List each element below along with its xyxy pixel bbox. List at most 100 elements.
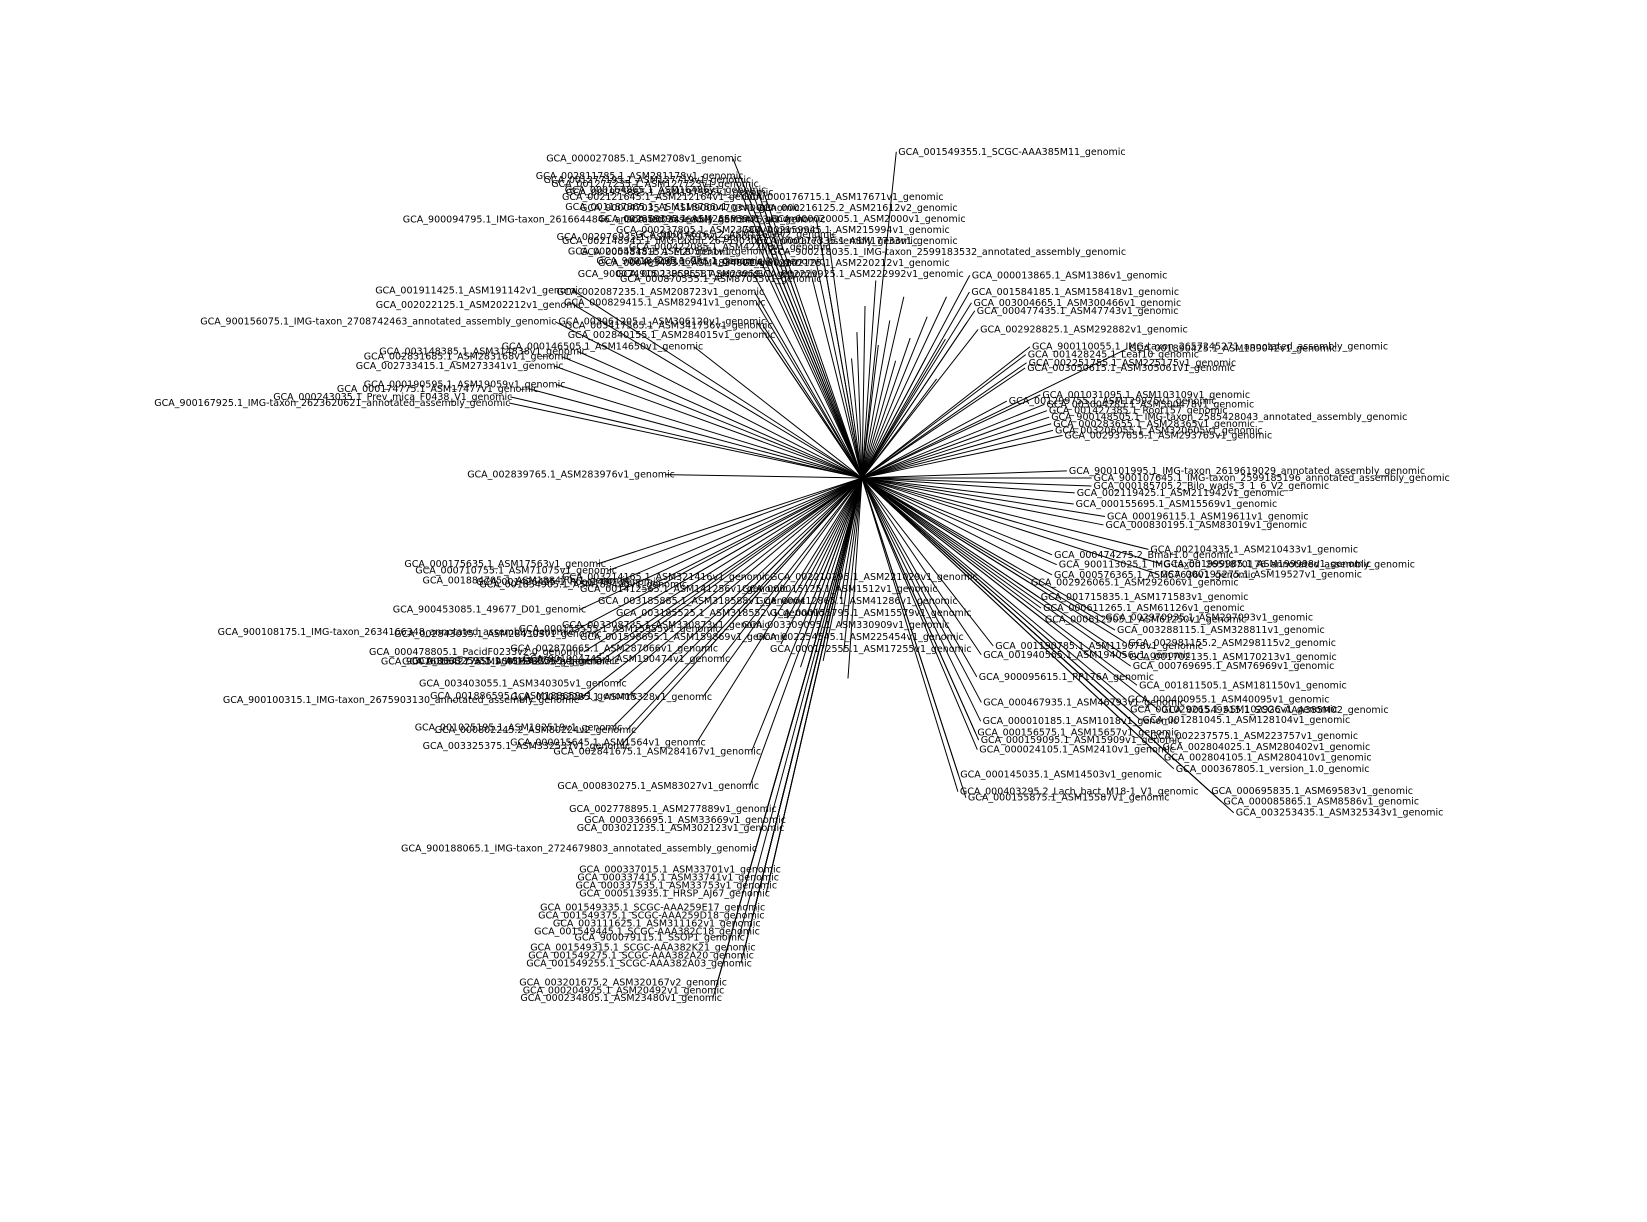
leaf-label: GCA_001190785.1_ASM119078v1_genomic <box>995 641 1203 652</box>
leaf-label: GCA_003309095.1_ASM330909v1_genomic <box>742 620 950 631</box>
leaf-branch <box>864 151 897 452</box>
leaf-label: GCA_000185705.2_Bilo_wads_3_1_6_V2_genom… <box>1094 481 1330 492</box>
leaf-label: GCA_002022125.1_ASM202212v1_genomic <box>376 300 584 311</box>
leaf-label: GCA_001428245.1_Leaf10_genomic <box>1028 350 1199 361</box>
leaf-label: GCA_000336695.1_ASM33669v1_genomic <box>584 815 786 826</box>
tree-branch <box>861 477 902 529</box>
tree-branch <box>790 451 863 479</box>
leaf-branch <box>930 348 1128 445</box>
leaf-label: GCA_002970935.1_ASM297093v1_genomic <box>1105 612 1313 623</box>
leaf-label: GCA_001702135.1_ASM170213v1_genomic <box>1129 652 1337 663</box>
leaf-branch <box>902 501 1104 618</box>
leaf-label: GCA_001549355.1_SCGC-AAA385M11_genomic <box>898 147 1125 158</box>
leaf-branch <box>529 388 769 454</box>
leaf-label: GCA_002937655.1_ASM293765v1_genomic <box>1065 430 1273 441</box>
leaf-label: GCA_002811785.1_ASM281178v1_genomic <box>536 171 744 182</box>
leaf-label: GCA_002839765.1_ASM283976v1_genomic <box>467 470 675 481</box>
leaf-branch <box>912 483 1074 505</box>
tree-branch <box>861 477 937 503</box>
leaf-label: GCA_002119425.1_ASM211942v1_genomic <box>1077 488 1285 499</box>
leaf-label: GCA_001811505.1_ASM181150v1_genomic <box>1139 680 1347 691</box>
leaf-branch <box>508 402 827 471</box>
leaf-branch <box>921 531 1235 814</box>
leaf-branch <box>909 509 1128 658</box>
leaf-branch <box>889 501 1141 721</box>
leaf-branch <box>890 470 1067 478</box>
leaf-label: GCA_900113025.1_IMG-taxon_2651870176_ann… <box>1059 560 1415 571</box>
tree-branch <box>861 306 866 479</box>
leaf-branch <box>765 523 852 894</box>
leaf-branch <box>935 501 1159 575</box>
leaf-label: GCA_000403295.2_Lach_bact_M18-1_V1_genom… <box>960 787 1199 798</box>
leaf-label: GCA_900094795.1_IMG-taxon_2616644846_ann… <box>403 215 759 226</box>
leaf-label: GCA_000015125.1_ASM1512v1_genomic <box>742 584 938 595</box>
leaf-branch <box>626 520 823 731</box>
leaf-label: GCA_000576365.1_ASM57636v1_genomic <box>1054 570 1256 581</box>
leaf-label: GCA_000474275.2_Bmar1.0_genomic <box>1054 550 1234 561</box>
leaf-branch <box>892 291 970 425</box>
leaf-branch <box>820 246 855 432</box>
leaf-label: GCA_003061205.1_ASM306120v1_genomic <box>559 317 767 328</box>
leaf-branch <box>888 346 1031 458</box>
leaf-branch <box>765 251 849 445</box>
leaf-branch <box>665 474 815 478</box>
leaf-branch <box>510 396 796 464</box>
tree-branch <box>780 477 863 645</box>
leaf-label: GCA_000216125.2_ASM21612v2_genomic <box>756 203 958 214</box>
leaf-branch <box>693 346 817 443</box>
tree-branch <box>822 477 863 662</box>
tree-branch <box>802 477 863 641</box>
tree-branch <box>861 357 927 479</box>
leaf-branch <box>577 350 811 456</box>
leaf-label: GCA_900095615.1_PP176A_genomic <box>979 672 1154 683</box>
tree-branch <box>861 467 909 479</box>
tree-branch <box>861 477 888 516</box>
tree-branch <box>861 378 938 479</box>
leaf-branch <box>696 535 827 743</box>
leaf-branch <box>894 486 1162 565</box>
tree-branch <box>861 344 879 479</box>
tree-branch <box>843 477 863 653</box>
leaf-label: GCA_000195275.1_ASM19527v1_genomic <box>1160 569 1362 580</box>
leaf-branch <box>883 478 1075 494</box>
leaf-branch <box>898 483 1106 517</box>
leaf-labels: GCA_001549355.1_SCGC-AAA385M11_genomicGC… <box>154 147 1449 1004</box>
leaf-branch <box>573 304 799 441</box>
leaf-branch <box>881 489 1116 631</box>
leaf-label: GCA_000484815.1_EL8_genomic <box>580 247 736 258</box>
leaf-branch <box>815 261 851 424</box>
leaf-branch <box>579 502 809 611</box>
leaf-label: GCA_900218035.1_IMG-taxon_2599183532_ann… <box>770 247 1126 258</box>
tree-branch <box>851 436 863 479</box>
leaf-label: GCA_002229925.1_ASM222992v1_genomic <box>756 269 964 280</box>
leaf-label: GCA_000239595.1_ASM23959v1_genomic <box>616 269 818 280</box>
leaf-branch <box>627 503 835 697</box>
leaf-branch <box>591 522 784 635</box>
leaf-label: GCA_001884705.1_ASM188470v1_genomic <box>423 576 631 587</box>
leaf-label: GCA_001025195.1_ASM102519v1_genomic <box>415 722 623 733</box>
leaf-branch <box>876 513 978 750</box>
leaf-label: GCA_003148385.1_ASM314838v1_genomic <box>379 346 587 357</box>
leaf-branch <box>762 325 837 439</box>
leaf-branch <box>748 183 843 426</box>
leaf-label: GCA_001715835.1_ASM171583v1_genomic <box>1041 592 1249 603</box>
leaf-label: GCA_900047035.1_ASM90004703v1_genomic <box>580 203 800 214</box>
leaf-branch <box>883 302 972 444</box>
leaf-branch <box>554 321 823 459</box>
leaf-branch <box>875 501 978 678</box>
leaf-label: GCA_000155555.1_ASM15555v1_genomic <box>519 624 721 635</box>
leaf-branch <box>738 532 848 938</box>
leaf-label: GCA_001549515.1_SCGC-AAA385M02_genomic <box>1161 705 1388 716</box>
leaf-branch <box>892 489 1053 556</box>
leaf-label: GCA_001277235.1_ASM127723v1_genomic <box>551 179 759 190</box>
leaf-label: GCA_001975865.1_ASM197586v1_genomic <box>566 188 774 199</box>
leaf-label: GCA_003308735.1_ASM330873v1_genomic <box>562 620 770 631</box>
leaf-branch <box>755 302 831 426</box>
leaf-label: GCA_000337015.1_ASM33701v1_genomic <box>579 865 781 876</box>
leaf-label: GCA_002981155.2_ASM298115v2_genomic <box>1128 638 1336 649</box>
leaf-label: GCA_002843035.1_ASM284303v1_genomic <box>394 629 602 640</box>
tree-branch <box>861 477 933 493</box>
leaf-branch <box>890 329 979 442</box>
leaf-branch <box>912 416 1050 463</box>
tree-branch <box>776 477 863 546</box>
